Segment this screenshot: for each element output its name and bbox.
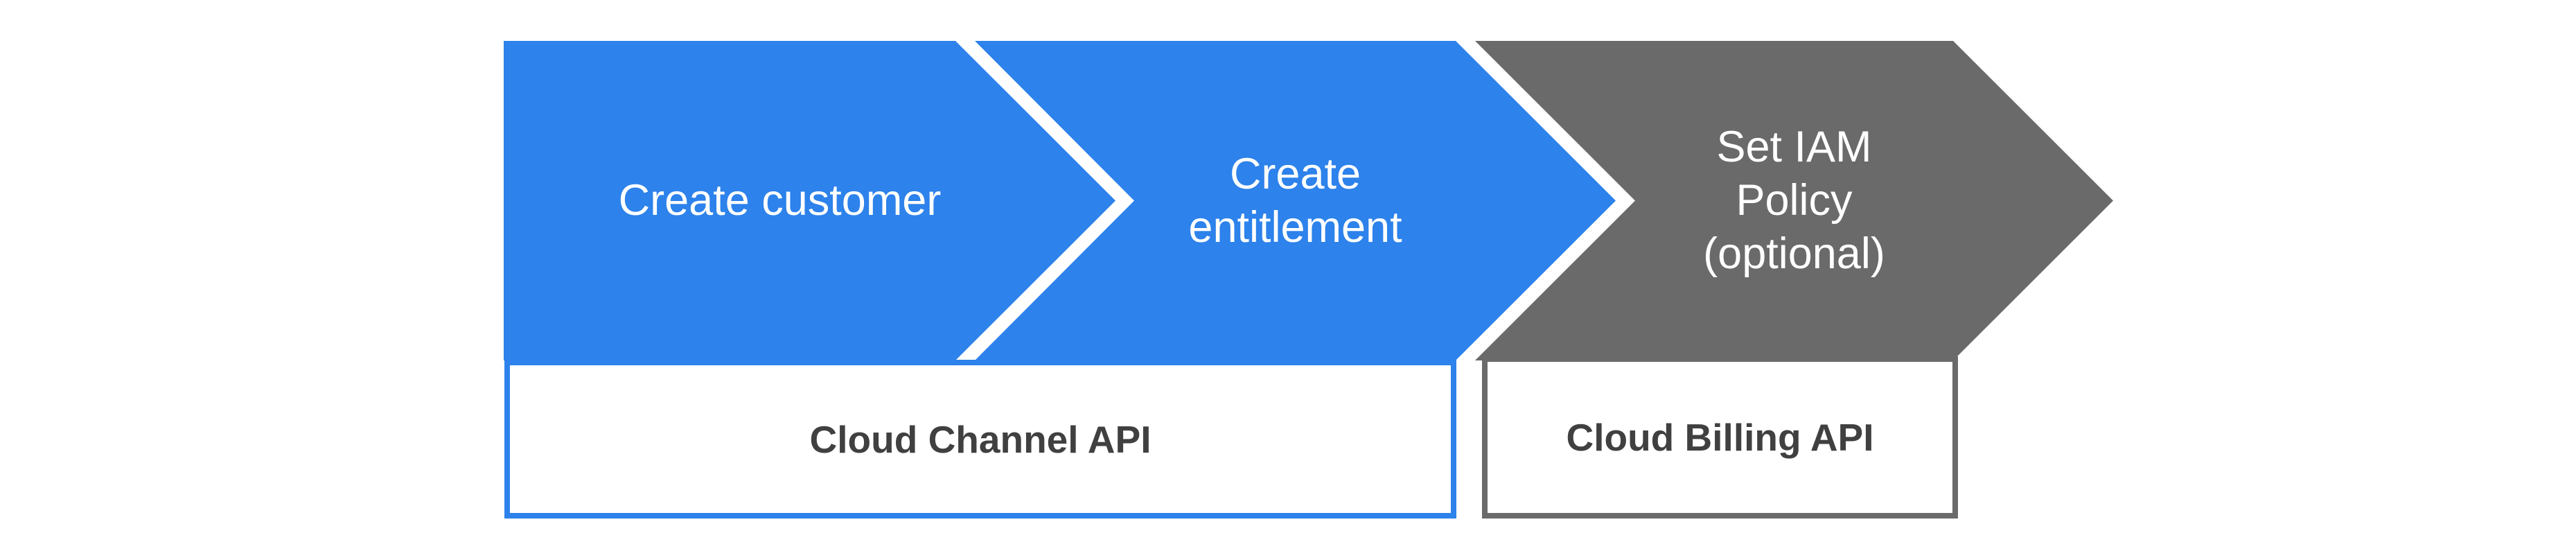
step-label-set-iam-policy: Set IAM Policy (optional) [1475,41,2113,360]
step-label-create-customer: Create customer [504,41,1115,360]
api-box-cloud-channel: Cloud Channel API [504,360,1456,518]
step-label-line: entitlement [1188,202,1402,252]
step-label-line: (optional) [1703,229,1885,278]
step-label-line: Policy [1736,176,1853,225]
step-label-line: Create [1229,149,1361,198]
api-box-cloud-billing: Cloud Billing API [1482,356,1958,518]
api-box-label: Cloud Billing API [1566,416,1874,459]
step-label-line: Create customer [618,176,942,225]
api-box-label: Cloud Channel API [809,417,1152,461]
step-label-create-entitlement: Create entitlement [975,41,1616,360]
step-label-line: Set IAM [1716,123,1872,172]
